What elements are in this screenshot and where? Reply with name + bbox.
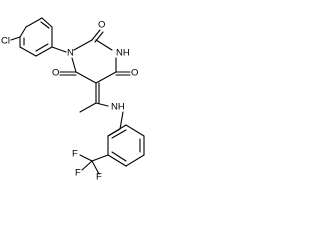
atom-o-top: O: [98, 20, 105, 31]
cf3-bond: [91, 154, 109, 162]
atom-f1: F: [72, 149, 78, 160]
chlorophenyl-ring: [19, 17, 53, 57]
methyl-bond: [79, 102, 97, 113]
atom-f3: F: [96, 172, 102, 183]
atom-n1: N: [67, 48, 74, 59]
atom-o-left: O: [52, 68, 59, 79]
nh-ch2-bond: [119, 111, 124, 130]
atom-nh-ring: NH: [116, 48, 130, 59]
pyrimidine-ring: [71, 39, 117, 84]
atom-cl: Cl: [1, 36, 10, 47]
c-nh-bond: [95, 102, 109, 107]
carbonyl-top: [91, 29, 101, 41]
cl-bond: [10, 36, 21, 41]
atom-o-right: O: [131, 68, 138, 79]
structure-diagram: Cl N O NH O O NH F F F: [1, 17, 145, 183]
benzyl-ring: [107, 124, 145, 167]
atom-f2: F: [75, 168, 81, 179]
aryl-n-bond: [51, 46, 67, 53]
atom-nh-amine: NH: [111, 102, 125, 113]
